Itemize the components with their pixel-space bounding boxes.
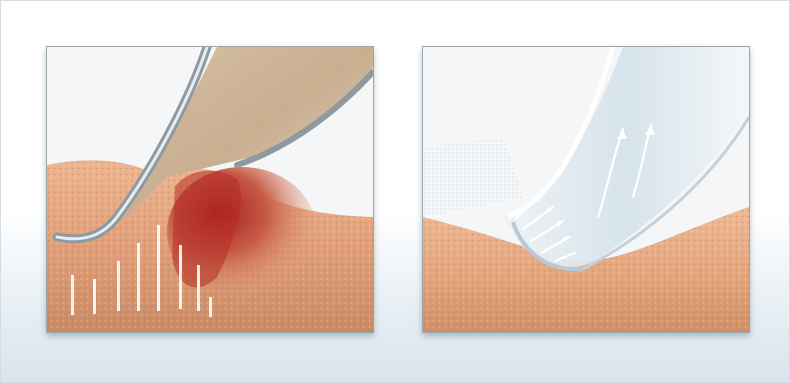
left-panel-illustration	[46, 46, 374, 333]
blade-on-skin-image	[47, 47, 373, 332]
gel-strip-on-skin-image	[423, 47, 749, 332]
right-panel-illustration	[422, 46, 750, 333]
